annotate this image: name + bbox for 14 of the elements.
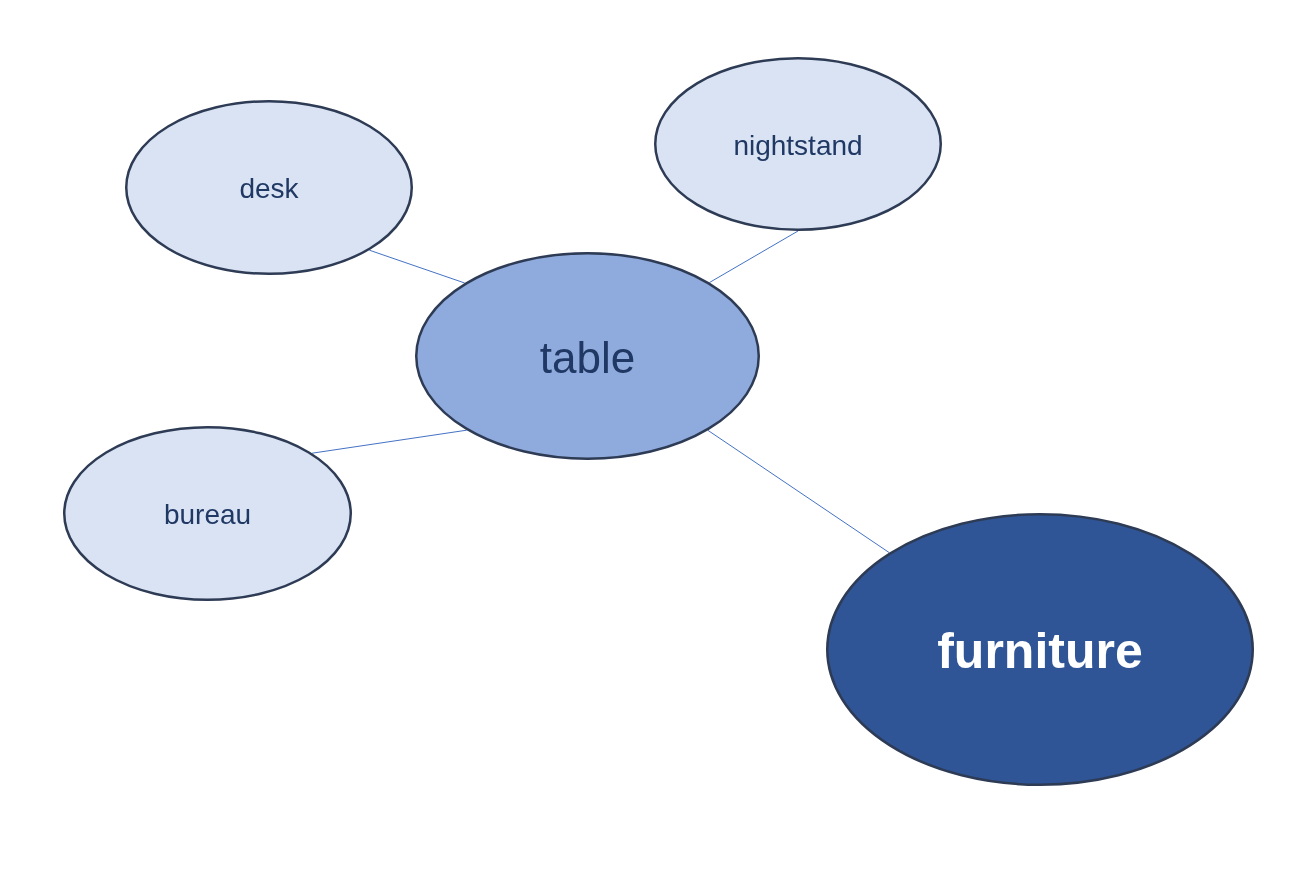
node-label: desk (239, 174, 299, 205)
connector-line (368, 249, 466, 284)
connector-line (707, 429, 890, 554)
node-label: furniture (937, 624, 1143, 679)
node-label: bureau (163, 500, 252, 531)
connector-line (311, 429, 468, 454)
node-label: table (539, 333, 636, 383)
ellipse-node (654, 57, 942, 231)
ellipse-node (125, 100, 413, 275)
ellipse-node (63, 426, 352, 601)
ellipse-node (826, 513, 1254, 786)
ellipse-node (415, 252, 760, 460)
node-label: nightstand (733, 130, 863, 162)
connector-line (709, 230, 799, 283)
